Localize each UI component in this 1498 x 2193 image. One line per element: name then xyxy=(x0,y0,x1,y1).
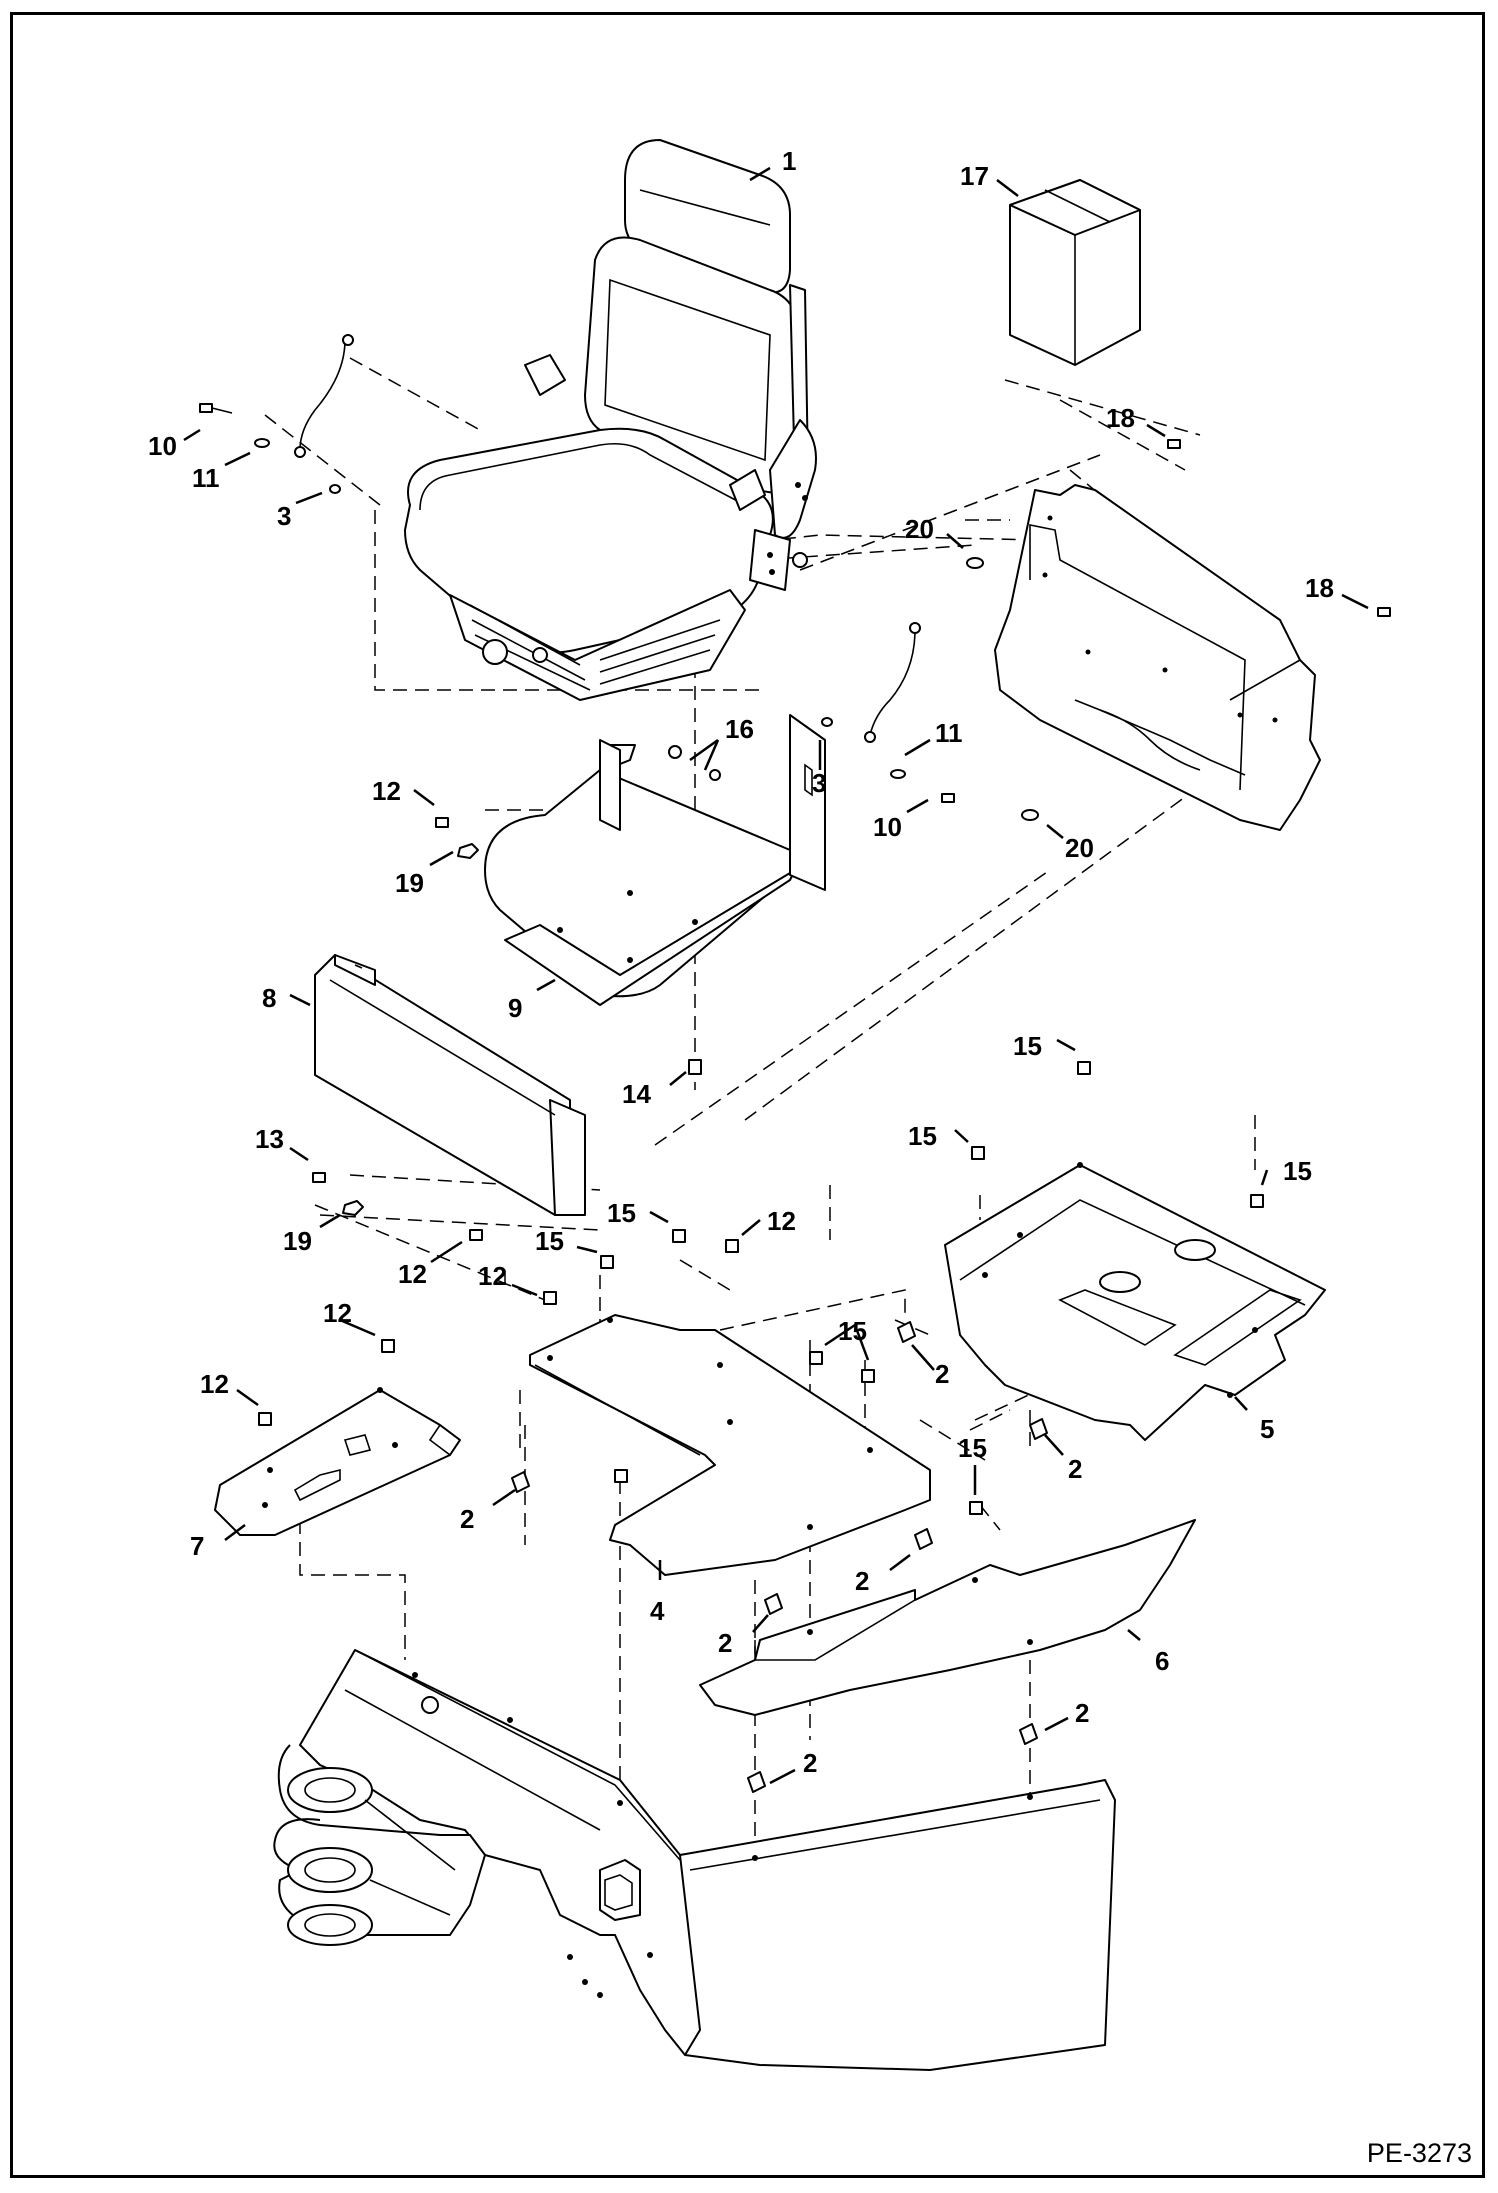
callout-15-center: 15 xyxy=(607,1198,636,1228)
drawing-number: PE-3273 xyxy=(1366,2138,1472,2168)
callout-10-left: 10 xyxy=(148,431,177,461)
side-panel xyxy=(314,954,586,1216)
callout-1: 1 xyxy=(782,146,796,176)
callout-15-top: 15 xyxy=(1013,1031,1042,1061)
box-part xyxy=(1009,179,1141,366)
rear-panel xyxy=(994,484,1321,831)
callout-20-bottom: 20 xyxy=(1065,833,1094,863)
callout-17: 17 xyxy=(960,161,989,191)
callout-15-pair: 15 xyxy=(838,1316,867,1346)
callout-14: 14 xyxy=(622,1079,651,1109)
callout-13: 13 xyxy=(255,1124,284,1154)
callout-11-left: 11 xyxy=(192,463,220,493)
callout-2-top: 2 xyxy=(935,1359,949,1389)
callout-16: 16 xyxy=(725,714,754,744)
callout-4: 4 xyxy=(650,1596,665,1626)
callout-2-plate6-left: 2 xyxy=(718,1628,732,1658)
callout-19-seat: 19 xyxy=(395,868,424,898)
floor-plate-4 xyxy=(529,1314,931,1576)
callout-12-plate7-top: 12 xyxy=(323,1298,352,1328)
callout-leaders xyxy=(183,166,1369,1785)
callout-15-plate6: 15 xyxy=(958,1433,987,1463)
callout-2-plate6: 2 xyxy=(855,1566,869,1596)
callout-18-top: 18 xyxy=(1106,403,1135,433)
callout-11-right: 11 xyxy=(935,718,963,748)
callout-12-center: 12 xyxy=(767,1206,796,1236)
callout-15-right: 15 xyxy=(1283,1156,1312,1186)
callout-9: 9 xyxy=(508,993,522,1023)
callout-3-right: 3 xyxy=(812,768,826,798)
callout-12-plate4: 12 xyxy=(478,1261,507,1291)
callout-18-right: 18 xyxy=(1305,573,1334,603)
callout-12-plate7: 12 xyxy=(200,1369,229,1399)
callout-19-panel: 19 xyxy=(283,1226,312,1256)
callout-3-left: 3 xyxy=(277,501,291,531)
floor-plate-7 xyxy=(214,1387,462,1536)
callout-8: 8 xyxy=(262,983,276,1013)
floor-plate-6 xyxy=(699,1519,1196,1716)
floor-plate-5 xyxy=(944,1162,1326,1441)
callout-2-frame-left: 2 xyxy=(803,1748,817,1778)
upper-frame xyxy=(299,1649,1116,2071)
callout-15-mid: 15 xyxy=(908,1121,937,1151)
callout-labels: 1 17 18 18 10 11 3 20 16 11 3 10 20 12 1… xyxy=(148,146,1334,1778)
callout-5: 5 xyxy=(1260,1414,1274,1444)
operator-seat xyxy=(404,139,817,701)
callout-2-frame-right: 2 xyxy=(1075,1698,1089,1728)
seat-pan xyxy=(484,714,826,1006)
callout-7: 7 xyxy=(190,1531,204,1561)
callout-12-panel: 12 xyxy=(398,1259,427,1289)
callout-10-right: 10 xyxy=(873,812,902,842)
callout-12-seat: 12 xyxy=(372,776,401,806)
callout-6: 6 xyxy=(1155,1646,1169,1676)
callout-2-plate5: 2 xyxy=(1068,1454,1082,1484)
callout-2-plate7: 2 xyxy=(460,1504,474,1534)
callout-15-plate4: 15 xyxy=(535,1226,564,1256)
callout-20-top: 20 xyxy=(905,514,934,544)
swing-boss xyxy=(273,1744,486,1946)
hardware xyxy=(199,334,1391,1793)
